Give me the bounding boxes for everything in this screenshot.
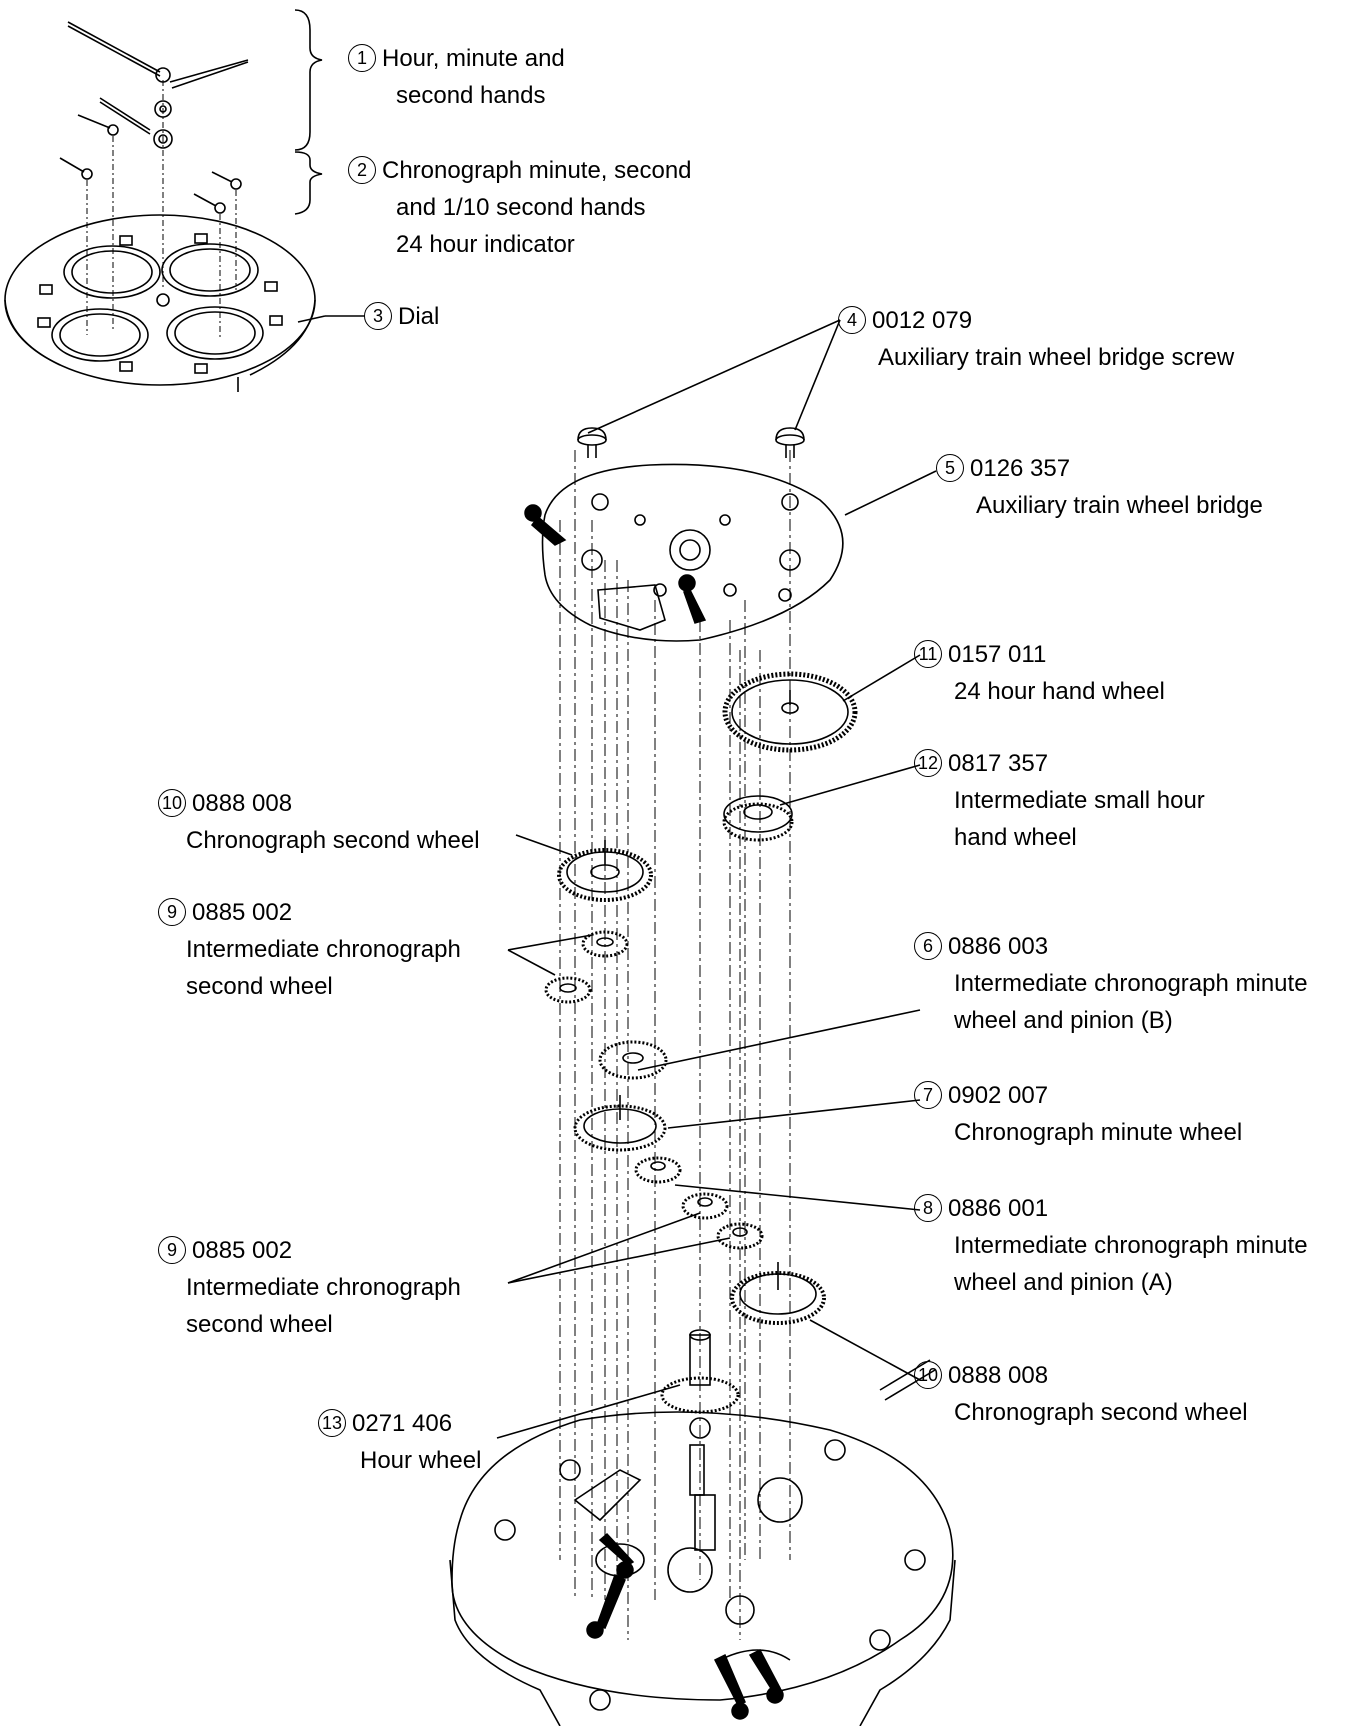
dial [4, 214, 316, 392]
callout-12-number: 12 [914, 749, 942, 777]
callout-11-line-1: 0157 011 [948, 641, 1047, 668]
callout-9-lower-number: 9 [158, 1236, 186, 1264]
chronograph-minute-wheel [573, 1095, 667, 1152]
callout-10-lower-line-1: 0888 008 [948, 1362, 1049, 1389]
callout-10-upper-number: 10 [158, 789, 186, 817]
hands-group [59, 21, 249, 214]
callout-12-line-1: 0817 357 [948, 750, 1049, 777]
bridge-screw-left [577, 427, 607, 458]
callout-5-line-1: 0126 357 [970, 455, 1071, 482]
intermediate-chronograph-second-wheel-a [581, 930, 629, 958]
callout-1-line-1: Hour, minute and [382, 45, 565, 72]
callout-13-number: 13 [318, 1409, 346, 1437]
intermediate-chronograph-minute-wheel-a [634, 1156, 682, 1184]
callout-10-lower-number: 10 [914, 1361, 942, 1389]
24-hour-hand-wheel [722, 671, 858, 753]
callout-7-line-2: Chronograph minute wheel [954, 1119, 1243, 1146]
callout-8-line-2: Intermediate chronograph minute [954, 1232, 1308, 1259]
callout-1-number: 1 [348, 44, 376, 72]
callout-7-line-1: 0902 007 [948, 1082, 1049, 1109]
callout-4-line-1: 0012 079 [872, 307, 973, 334]
callout-9-lower-line-1: 0885 002 [192, 1237, 293, 1264]
intermediate-small-hour-wheel [722, 795, 794, 842]
callout-2-line-1: Chronograph minute, second [382, 157, 692, 184]
oil-markers [524, 504, 784, 1720]
callout-6-line-2: Intermediate chronograph minute [954, 970, 1308, 997]
callout-10-upper-line-2: Chronograph second wheel [186, 827, 480, 854]
callout-8-number: 8 [914, 1194, 942, 1222]
callout-10-upper-line-1: 0888 008 [192, 790, 293, 817]
chronograph-second-wheel-upper [557, 840, 653, 902]
callout-8-line-3: wheel and pinion (A) [954, 1269, 1173, 1296]
callout-8-line-1: 0886 001 [948, 1195, 1049, 1222]
callout-6-number: 6 [914, 932, 942, 960]
callout-13-line-1: 0271 406 [352, 1410, 453, 1437]
callout-9-upper-line-3: second wheel [186, 973, 333, 1000]
callout-3-number: 3 [364, 302, 392, 330]
callout-12-line-3: hand wheel [954, 824, 1077, 851]
callout-10-lower-line-2: Chronograph second wheel [954, 1399, 1248, 1426]
callout-9-lower-line-2: Intermediate chronograph [186, 1274, 461, 1301]
callout-4-number: 4 [838, 306, 866, 334]
auxiliary-bridge [541, 463, 844, 642]
callout-9-upper-number: 9 [158, 898, 186, 926]
callout-3-line-1: Dial [398, 303, 440, 330]
intermediate-chronograph-minute-wheel-b [598, 1040, 668, 1080]
main-plate [449, 1359, 956, 1726]
callout-9-upper-line-1: 0885 002 [192, 899, 293, 926]
callout-6-line-1: 0886 003 [948, 933, 1049, 960]
callout-6-line-3: wheel and pinion (B) [954, 1007, 1173, 1034]
intermediate-chronograph-second-wheel-b [544, 976, 592, 1004]
callout-9-upper-line-2: Intermediate chronograph [186, 936, 461, 963]
bridge-screw-right [775, 427, 805, 458]
callout-5-number: 5 [936, 454, 964, 482]
callout-13-line-2: Hour wheel [360, 1447, 482, 1474]
callout-9-lower-line-3: second wheel [186, 1311, 333, 1338]
callout-4-line-2: Auxiliary train wheel bridge screw [878, 344, 1235, 371]
callout-11-number: 11 [914, 640, 942, 668]
chronograph-second-wheel-lower [730, 1262, 826, 1325]
callout-5-line-2: Auxiliary train wheel bridge [976, 492, 1263, 519]
intermediate-chronograph-second-wheel-c [681, 1192, 729, 1220]
callout-1-line-2: second hands [396, 82, 546, 109]
callout-2-line-3: 24 hour indicator [396, 231, 575, 258]
callout-12-line-2: Intermediate small hour [954, 787, 1205, 814]
callout-7-number: 7 [914, 1081, 942, 1109]
callout-11-line-2: 24 hour hand wheel [954, 678, 1165, 705]
callout-2-line-2: and 1/10 second hands [396, 194, 646, 221]
intermediate-chronograph-second-wheel-d [716, 1222, 764, 1250]
callout-2-number: 2 [348, 156, 376, 184]
